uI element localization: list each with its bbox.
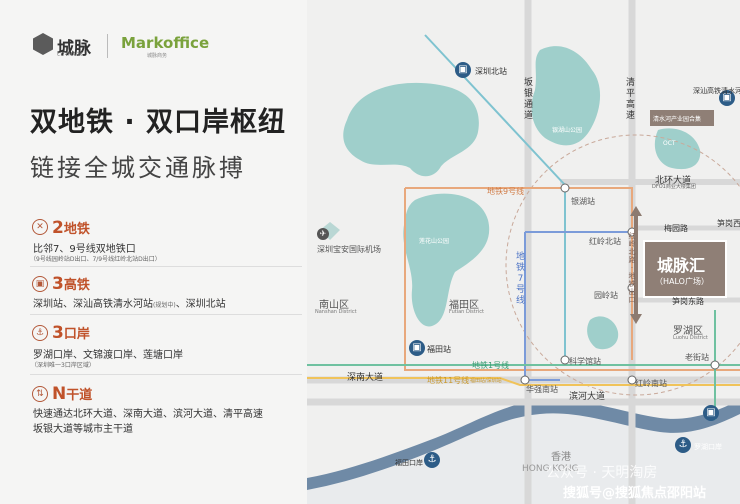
section-road-line1: 快速通达北环大道、深南大道、滨河大道、清平高速: [33, 409, 263, 420]
info-panel: 城脉 CITYMARK Markoffice 城脉商务 双地铁 · 双口岸枢纽 …: [0, 0, 307, 504]
station-label-futian-port: 福田口岸: [395, 459, 423, 467]
road-label-beihuan: 北环大道: [655, 176, 692, 186]
place-shopping: DFO1商业大楼集团: [652, 184, 696, 190]
project-sub: （HALO广场）: [655, 277, 709, 286]
watermark-line2: 搜狐号@搜狐焦点邵阳站: [563, 486, 707, 501]
district-luohu: 罗湖区: [673, 326, 703, 337]
road-icon: ⇅: [32, 386, 48, 402]
section-port-line2: （深圳唯一3口岸区域）: [31, 362, 95, 369]
port-icon: ⚓: [32, 325, 48, 341]
section-metro-line2: （9号线园岭站D出口、7/9号线红岭北站D出口）: [30, 256, 161, 263]
road-label-qingping: 清平高速: [625, 78, 635, 121]
station-label-futian: 福田站: [427, 345, 451, 354]
metro-label-line11-sub: 福田站/深圳站: [470, 378, 502, 384]
place-lianhua: 莲花山公园: [419, 238, 450, 245]
section-port-head: 3口岸: [52, 323, 90, 343]
metro-icon: ✕: [32, 219, 48, 235]
reservoir-shape: [531, 46, 601, 146]
section-rail-head: 3高铁: [52, 274, 90, 294]
train-station-icon: ▣: [409, 340, 425, 356]
stop-label-huaqiangnan: 华强南站: [526, 385, 558, 394]
stop-label-kexueguan: 科学馆站: [569, 357, 601, 366]
stop-label-laojie: 老街站: [685, 353, 709, 362]
section-metro-line1: 比邻7、9号线双地铁口: [33, 244, 136, 255]
page-subtitle: 链接全城交通脉搏: [30, 154, 246, 182]
map: 城脉汇 （HALO广场） 红岭北路·地铁出口 ▣ 深圳北站 ▣ 福田站 ▣ ⚓ …: [307, 0, 740, 504]
metro-label-line11: 地铁11号线: [427, 376, 470, 385]
metro-label-line1: 地铁1号线: [472, 361, 510, 370]
place-airport: 深圳宝安国际机场: [317, 245, 381, 254]
train-station-icon: ▣: [703, 405, 719, 421]
citymark-logo-text: 城脉: [57, 39, 91, 59]
section-metro-head: 2地铁: [52, 218, 90, 238]
watermark-line1: 公众号 · 天明淘房: [546, 465, 658, 481]
logo-divider: [107, 34, 108, 58]
place-qingshui: 清水河产业园合集: [653, 116, 702, 123]
district-futian: 福田区: [449, 300, 479, 311]
citymark-logo-sub: CITYMARK: [57, 52, 83, 58]
road-label-sungang-east: 笋岗东路: [672, 297, 704, 306]
station-label-shenzhen-north: 深圳北站: [475, 67, 507, 76]
divider: [30, 374, 302, 375]
section-road-line2: 坂银大道等城市主干道: [33, 424, 133, 435]
divider: [30, 314, 302, 315]
airport-icon: ✈: [317, 228, 329, 240]
project-name: 城脉汇: [657, 256, 706, 275]
page-title: 双地铁 · 双口岸枢纽: [30, 107, 287, 138]
section-road-head: N干道: [52, 384, 93, 404]
place-ooc: OCT: [663, 140, 676, 147]
district-nanshan-en: Nanshan District: [315, 309, 357, 315]
reservoir-shape: [403, 193, 490, 327]
metro-line-9: [404, 188, 740, 371]
project-road-tag: 红岭北路·地铁出口: [628, 232, 636, 304]
station-label-shenshan: 深汕高铁清水河站: [693, 87, 740, 95]
port-icon: ⚓: [424, 452, 440, 468]
road-label-binhe: 滨河大道: [569, 392, 606, 402]
stop-label-honglingbei: 红岭北站: [589, 237, 621, 246]
train-station-icon: ▣: [455, 62, 471, 78]
road-label-shennan: 深南大道: [347, 373, 384, 383]
metro-line-11: [307, 377, 740, 386]
district-hk-en: HONG KONG: [522, 464, 579, 474]
port-icon: ⚓: [675, 437, 691, 453]
section-port-line1: 罗湖口岸、文锦渡口岸、莲塘口岸: [33, 350, 183, 361]
district-futian-en: Futian District: [449, 309, 484, 315]
district-luohu-en: Luohu District: [673, 335, 708, 341]
road-label-banyin: 坂银通道: [523, 78, 533, 121]
station-label-luohu-port: 罗湖口岸: [694, 443, 722, 451]
train-station-icon: ▣: [719, 90, 735, 106]
metro-label-line9: 地铁9号线: [487, 187, 525, 196]
project-marker[interactable]: 城脉汇 （HALO广场）: [643, 240, 727, 298]
place-qingshui-box: [650, 110, 714, 126]
road-label-sungang-west: 笋岗西: [717, 219, 740, 228]
district-hk: 香港: [551, 452, 571, 463]
stop-label-honglingnan: 红岭南站: [635, 379, 667, 388]
road-label-meiyuan: 梅园路: [664, 224, 688, 233]
stop-label-yuanling: 园岭站: [594, 291, 618, 300]
markoffice-logo-text: Markoffice: [121, 34, 210, 52]
place-yinhu-park: 银湖山公园: [552, 127, 583, 134]
metro-label-line7: 地铁7号线: [515, 252, 525, 306]
citymark-logo-icon: [33, 33, 53, 55]
reservoir-shape: [343, 82, 479, 177]
divider: [30, 266, 302, 267]
stop-label-yinhu: 银湖站: [571, 197, 595, 206]
district-nanshan: 南山区: [319, 300, 349, 311]
section-rail-line1: 深圳站、深汕高铁清水河站(规划中)、深圳北站: [33, 299, 226, 310]
train-icon: ▣: [32, 276, 48, 292]
markoffice-logo-sub: 城脉商务: [147, 53, 168, 59]
